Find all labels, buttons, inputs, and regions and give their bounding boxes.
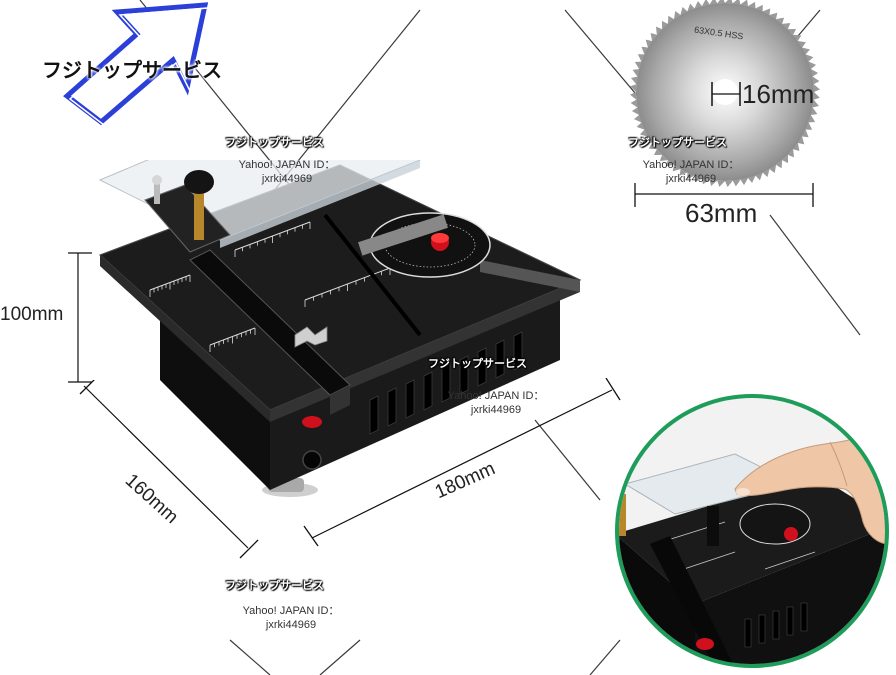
watermark-id-3: Yahoo! JAPAN ID： jxrki44969 — [436, 389, 556, 417]
watermark-brand-3: フジトップサービス — [428, 357, 527, 370]
watermark-id-4-line2: jxrki44969 — [265, 619, 317, 631]
width-dimension-line — [303, 378, 621, 547]
depth-dimension-line — [79, 380, 259, 559]
logo-arrow-icon — [63, 2, 209, 126]
watermark-id-4-line1: Yahoo! JAPAN ID： — [242, 605, 340, 617]
watermark-id-4: Yahoo! JAPAN ID： jxrki44969 — [236, 604, 346, 632]
watermark-brand-2: フジトップサービス — [628, 136, 727, 149]
usage-inset-illustration — [619, 425, 885, 664]
height-dimension-label: 100mm — [0, 304, 64, 325]
saw-blade — [630, 0, 820, 187]
watermark-brand-1: フジトップサービス — [225, 136, 324, 149]
watermark-id-1: Yahoo! JAPAN ID： jxrki44969 — [232, 158, 342, 186]
watermark-id-3-line1: Yahoo! JAPAN ID： — [447, 390, 545, 402]
watermark-brand-4: フジトップサービス — [225, 579, 324, 592]
watermark-id-1-line2: jxrki44969 — [261, 173, 313, 185]
bore-dimension-label: 16mm — [742, 79, 815, 109]
height-dimension-line — [68, 252, 92, 383]
watermark-id-2-line2: jxrki44969 — [665, 173, 717, 185]
watermark-id-2: Yahoo! JAPAN ID： jxrki44969 — [636, 158, 746, 186]
diameter-dimension-line — [634, 183, 814, 207]
diameter-dimension-label: 63mm — [685, 198, 758, 228]
table-saw-illustration — [98, 160, 582, 497]
bore-dimension-line — [711, 82, 741, 106]
watermark-id-2-line1: Yahoo! JAPAN ID： — [642, 159, 740, 171]
logo-text: フジトップサービス — [42, 58, 222, 82]
watermark-id-1-line1: Yahoo! JAPAN ID： — [238, 159, 336, 171]
usage-inset — [615, 394, 889, 668]
watermark-id-3-line2: jxrki44969 — [470, 404, 522, 416]
